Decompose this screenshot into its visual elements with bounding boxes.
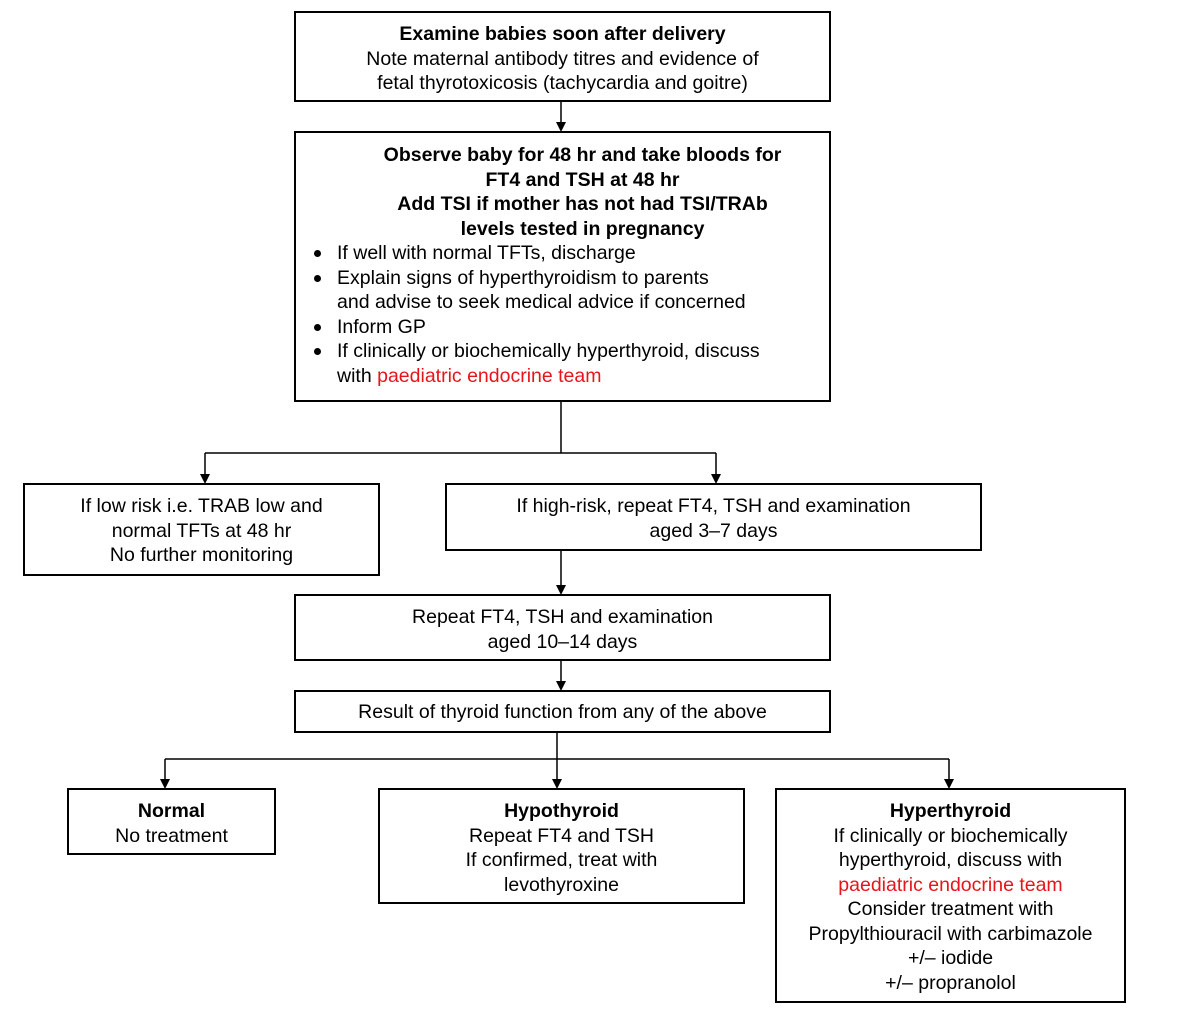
- bullet-4-line-2: with paediatric endocrine team: [337, 364, 829, 389]
- low-risk-box: If low risk i.e. TRAB low and normal TFT…: [23, 483, 380, 576]
- hyperthyroid-line-2: hyperthyroid, discuss with: [838, 849, 1063, 871]
- low-risk-line-2: normal TFTs at 48 hr: [111, 519, 292, 542]
- high-risk-box: If high-risk, repeat FT4, TSH and examin…: [445, 483, 982, 551]
- hypothyroid-line-1: Repeat FT4 and TSH: [469, 824, 654, 847]
- observe-heading-line-1: Observe baby for 48 hr and take bloods f…: [383, 144, 782, 166]
- repeat-box: Repeat FT4, TSH and examination aged 10–…: [294, 594, 831, 661]
- hypothyroid-line-2: If confirmed, treat with: [465, 849, 658, 871]
- hyperthyroid-box: Hyperthyroid If clinically or biochemica…: [775, 788, 1126, 1003]
- hyperthyroid-line-7: +/– propranolol: [885, 971, 1016, 994]
- bullet-1-line-1: If well with normal TFTs, discharge: [337, 242, 636, 264]
- observe-heading: Observe baby for 48 hr and take bloods f…: [296, 143, 829, 241]
- observe-heading-line-2: FT4 and TSH at 48 hr: [485, 168, 680, 191]
- observe-heading-line-3: Add TSI if mother has not had TSI/TRAb: [397, 193, 768, 215]
- result-text: Result of thyroid function from any of t…: [358, 701, 767, 723]
- repeat-line-1: Repeat FT4, TSH and examination: [412, 606, 713, 628]
- hyperthyroid-endocrine-team-link[interactable]: paediatric endocrine team: [838, 873, 1063, 896]
- hypothyroid-title: Hypothyroid: [504, 800, 619, 822]
- bullet-2-line-2: and advise to seek medical advice if con…: [337, 291, 746, 313]
- result-box: Result of thyroid function from any of t…: [294, 690, 831, 733]
- paediatric-endocrine-team-link[interactable]: paediatric endocrine team: [377, 364, 602, 387]
- bullet-4-prefix: with: [337, 364, 378, 387]
- bullet-3-line-1: Inform GP: [337, 315, 426, 338]
- bullet-4-line-1: If clinically or biochemically hyperthyr…: [337, 340, 760, 362]
- bullet-item: If well with normal TFTs, discharge: [296, 241, 829, 266]
- hyperthyroid-line-6: +/– iodide: [907, 947, 994, 969]
- bullet-item: Inform GP: [296, 315, 829, 340]
- observe-heading-line-4: levels tested in pregnancy: [460, 217, 705, 240]
- bullet-item: Explain signs of hyperthyroidism to pare…: [296, 266, 829, 315]
- observe-box: Observe baby for 48 hr and take bloods f…: [294, 131, 831, 402]
- hyperthyroid-title: Hyperthyroid: [889, 800, 1012, 822]
- low-risk-line-3: No further monitoring: [109, 544, 294, 566]
- hyperthyroid-line-4: Consider treatment with: [847, 898, 1054, 920]
- bullet-2-line-1: Explain signs of hyperthyroidism to pare…: [337, 266, 709, 289]
- low-risk-line-1: If low risk i.e. TRAB low and: [80, 495, 323, 517]
- normal-box: Normal No treatment: [67, 788, 276, 855]
- normal-line-1: No treatment: [115, 824, 228, 847]
- normal-title: Normal: [137, 800, 206, 822]
- hypothyroid-box: Hypothyroid Repeat FT4 and TSH If confir…: [378, 788, 745, 904]
- examine-title: Examine babies soon after delivery: [399, 23, 726, 45]
- bullet-item: If clinically or biochemically hyperthyr…: [296, 339, 829, 388]
- examine-box: Examine babies soon after delivery Note …: [294, 11, 831, 102]
- repeat-line-2: aged 10–14 days: [487, 630, 638, 653]
- examine-line-1: Note maternal antibody titres and eviden…: [366, 47, 759, 70]
- high-risk-line-1: If high-risk, repeat FT4, TSH and examin…: [516, 495, 911, 517]
- high-risk-line-2: aged 3–7 days: [649, 519, 778, 542]
- hyperthyroid-line-1: If clinically or biochemically: [833, 824, 1068, 847]
- examine-line-2: fetal thyrotoxicosis (tachycardia and go…: [377, 72, 748, 94]
- observe-bullet-list: If well with normal TFTs, discharge Expl…: [296, 241, 829, 388]
- hypothyroid-line-3: levothyroxine: [504, 873, 619, 896]
- hyperthyroid-line-5: Propylthiouracil with carbimazole: [808, 922, 1093, 945]
